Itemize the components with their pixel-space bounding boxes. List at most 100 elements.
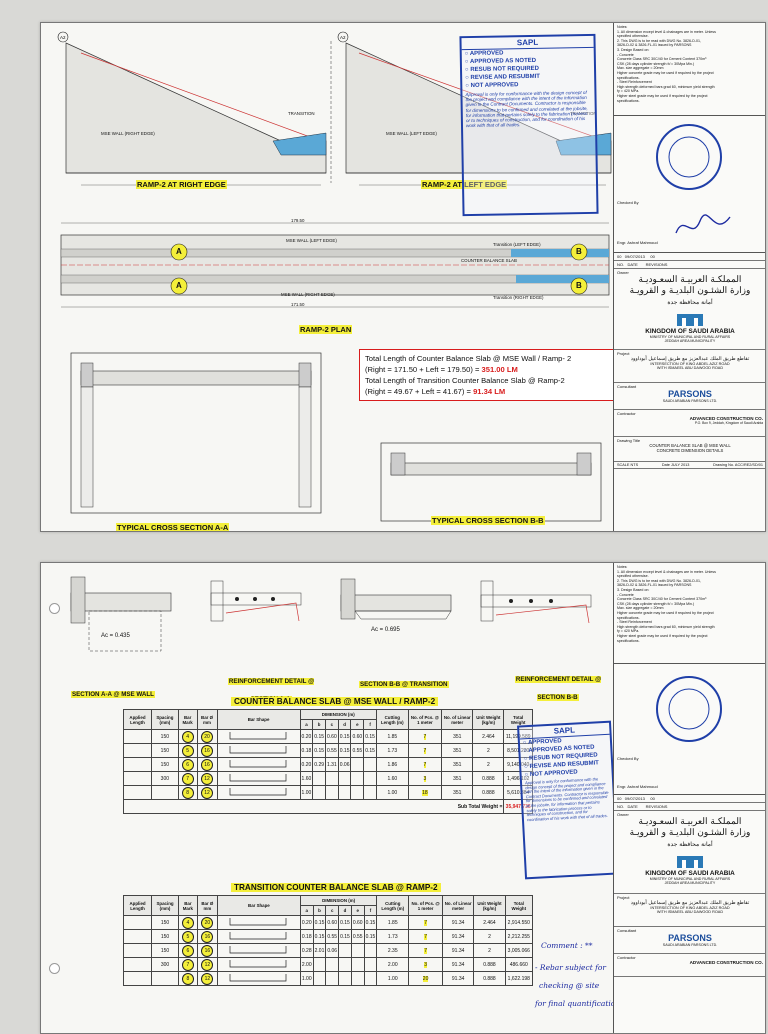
d-cell (337, 785, 352, 800)
sub-total-row: Sub Total Weight = 35,947.735 (122, 799, 533, 814)
owner-label: Owner (617, 812, 629, 817)
kingdom-label: KINGDOM OF SAUDI ARABIA (645, 870, 735, 877)
e-cell (350, 771, 365, 786)
mk-cell: 6 (177, 943, 198, 958)
c-cell: 0.55 (325, 743, 339, 758)
ministry-logo-icon (617, 311, 763, 328)
mk-cell: 4 (177, 729, 198, 744)
drawing-title-block: Drawing Title COUNTER BALANCE SLAB @ MSE… (614, 437, 765, 462)
c-cell: 0.06 (325, 943, 340, 958)
c-cell (325, 771, 339, 786)
sp-cell: 150 (150, 729, 179, 744)
notes-list: Notes:1. All dimension except level & ch… (614, 23, 765, 116)
uw-cell: 0.888 (473, 971, 506, 986)
dia-cell: 12 (196, 971, 218, 986)
dia-cell: 16 (196, 943, 218, 958)
a-cell: 1.60 (299, 771, 314, 786)
revision-row: 00 09/07/2013 00 (614, 795, 765, 803)
len-cell (123, 729, 152, 744)
drawing-title-2: CONCRETE DIMENSION DETAILS (656, 448, 724, 453)
contractor-name: ADVANCED CONSTRUCTION CO. (689, 416, 763, 421)
pcs-cell: 3 (408, 957, 443, 972)
e-cell: 0.55 (350, 743, 365, 758)
uw-cell: 2 (472, 757, 505, 772)
title-block: Notes:1. All dimension except level & ch… (613, 563, 765, 1033)
ramp-drawings: A2 A2 (41, 23, 613, 531)
consultant-logo: PARSONS (668, 389, 712, 399)
drawing-sheet-2: Ac = 0.435 Ac = 0.695 SECTION A-A @ MSE … (40, 562, 766, 1034)
a-cell: 1.00 (299, 785, 314, 800)
pcs-cell: 7 (407, 757, 443, 772)
b-cell (312, 971, 327, 986)
len-cell (122, 915, 153, 930)
cut-cell: 1.60 (375, 771, 409, 786)
svg-text:A2: A2 (60, 35, 66, 40)
f-cell (363, 785, 377, 800)
table2-title: TRANSITION COUNTER BALANCE SLAB @ RAMP-2 (231, 883, 441, 892)
signature-icon (675, 214, 731, 234)
section-details (70, 576, 592, 652)
reinforcement-detail-a (210, 580, 302, 622)
ministry-logo-icon (617, 853, 763, 870)
lin-cell: 351 (441, 729, 474, 744)
plan-transition-right: Transition (RIGHT EDGE) (493, 295, 544, 300)
mk-cell: 7 (177, 957, 198, 972)
contractor-seal-area: Checked By Engr. Ashraf Mahmoud (614, 116, 765, 253)
engineer-name: Engr. Ashraf Mahmoud (617, 784, 658, 789)
contractor-label: Contractor (617, 411, 636, 416)
cross-section-a-a (70, 352, 322, 514)
svg-text:A2: A2 (340, 35, 346, 40)
dia-cell: 12 (196, 957, 218, 972)
bar-shape-cell (216, 729, 301, 744)
uw-cell: 2 (472, 743, 505, 758)
bar-shape-cell (216, 785, 301, 800)
e-cell: 0.60 (350, 729, 365, 744)
b-cell (312, 957, 327, 972)
mse-wall-left-label: MSE WALL (LEFT EDGE) (386, 131, 437, 136)
section-a-a-mse-wall (70, 576, 172, 652)
drawing-title-label: Drawing Title (617, 438, 641, 443)
b-cell: 0.15 (312, 729, 327, 744)
lin-cell: 351 (441, 771, 474, 786)
dia-cell: 16 (196, 757, 218, 772)
contractor-seal-icon (656, 676, 722, 742)
reinforcement-detail-b (480, 580, 592, 624)
e-cell (350, 757, 365, 772)
c-cell: 1.31 (325, 757, 339, 772)
bar-shape-cell (216, 757, 301, 772)
f-cell (363, 771, 377, 786)
stamp-fine-print: Approval is only for conformance with th… (465, 89, 588, 129)
contractor-seal-icon (656, 124, 722, 190)
sp-cell: 150 (150, 743, 179, 758)
lin-cell: 91.34 (441, 971, 475, 986)
cut-cell: 1.85 (375, 729, 409, 744)
c-cell: 0.60 (325, 915, 340, 930)
summary-box: Total Length of Counter Balance Slab @ M… (359, 349, 621, 401)
project-arabic: تقاطع طريق الملك عبدالعزيز مع طريق إسماع… (630, 356, 750, 362)
d-cell (338, 943, 352, 958)
handwritten-comment-3: checking @ site (539, 981, 600, 990)
revision-header: NO. DATE REVISIONS (614, 261, 765, 269)
plan-mse-wall-right: MSE WALL (RIGHT EDGE) (281, 292, 335, 297)
section-marker-a: A (176, 247, 182, 256)
pcs-cell: 7 (408, 943, 443, 958)
ramp-right-edge-profile: A2 (57, 31, 332, 186)
stamp-fine-print: Approval is only for conformance with th… (524, 776, 609, 822)
len-cell (123, 785, 152, 800)
summary-line-2: (Right = 171.50 + Left = 179.50) = 351.0… (365, 365, 518, 374)
revision-row: 00 09/07/2013 00 (614, 253, 765, 261)
section-marker-b: B (576, 281, 582, 290)
contractor-seal-area: Checked By Engr. Ashraf Mahmoud (614, 664, 765, 795)
len-cell (122, 943, 153, 958)
dia-cell: 20 (196, 915, 218, 930)
e-cell (350, 957, 365, 972)
uw-cell: 0.888 (472, 785, 505, 800)
project-line-2: WITH ISMAEEL ABU DAWOOD ROAD (656, 910, 724, 914)
f-cell (363, 971, 378, 986)
